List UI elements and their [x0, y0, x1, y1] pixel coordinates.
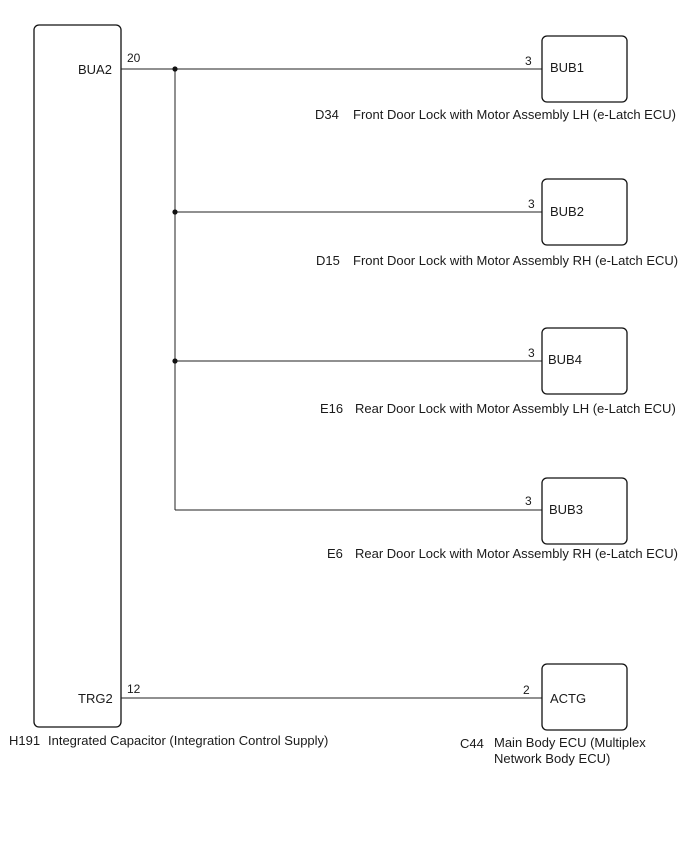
terminal-bub4-label: BUB4: [548, 352, 582, 367]
terminal-bub3-label: BUB3: [549, 502, 583, 517]
connector-bub2-box: [541, 178, 628, 246]
connector-c44-name-line1: Main Body ECU (Multiplex: [494, 735, 646, 750]
connector-actg-box: [541, 663, 628, 731]
pin-bub3-label: 3: [525, 494, 532, 508]
pin-bub4-label: 3: [528, 346, 535, 360]
terminal-trg2-label: TRG2: [78, 691, 113, 706]
connector-e16-name: Rear Door Lock with Motor Assembly LH (e…: [355, 401, 676, 416]
pin-actg-label: 2: [523, 683, 530, 697]
terminal-bub1-label: BUB1: [550, 60, 584, 75]
main-component-name: Integrated Capacitor (Integration Contro…: [48, 733, 328, 748]
splice-dot: [172, 66, 178, 72]
connector-bub4-box: [541, 327, 628, 395]
integrated-capacitor-box: [33, 24, 122, 728]
pin-bub2-label: 3: [528, 197, 535, 211]
connector-d34-code: D34: [315, 107, 339, 122]
splice-dot: [172, 358, 178, 364]
connector-d15-code: D15: [316, 253, 340, 268]
connector-e6-code: E6: [327, 546, 343, 561]
pin-bub1-label: 3: [525, 54, 532, 68]
connector-c44-code: C44: [460, 736, 484, 751]
pin-20-label: 20: [127, 51, 141, 65]
connector-c44-name-line2: Network Body ECU): [494, 751, 610, 766]
terminal-actg-label: ACTG: [550, 691, 586, 706]
connector-bub1-box: [541, 35, 628, 103]
connector-d34-name: Front Door Lock with Motor Assembly LH (…: [353, 107, 676, 122]
connector-e16-code: E16: [320, 401, 343, 416]
terminal-bua2-label: BUA2: [78, 62, 112, 77]
connector-d15-name: Front Door Lock with Motor Assembly RH (…: [353, 253, 678, 268]
pin-12-label: 12: [127, 682, 141, 696]
connector-bub3-box: [541, 477, 628, 545]
main-component-code: H191: [9, 733, 40, 748]
splice-dot: [172, 209, 178, 215]
terminal-bub2-label: BUB2: [550, 204, 584, 219]
connector-e6-name: Rear Door Lock with Motor Assembly RH (e…: [355, 546, 678, 561]
